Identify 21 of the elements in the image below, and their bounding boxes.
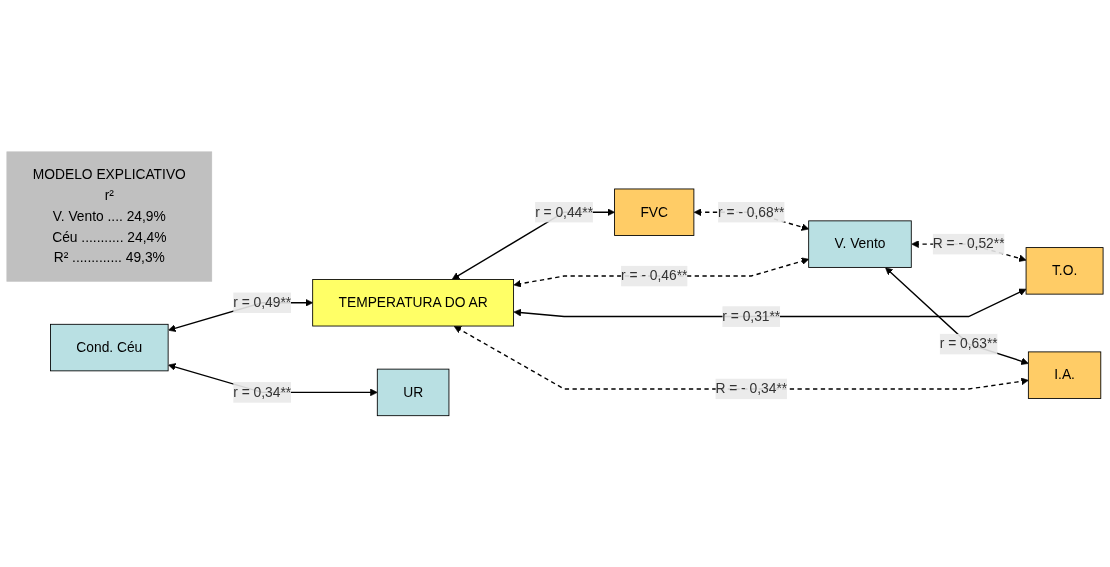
edge-label: r = 0,44** [535, 204, 594, 219]
node-box: TEMPERATURA DO AR [312, 278, 514, 327]
node-box: UR [376, 368, 450, 416]
arrow [453, 325, 1029, 390]
edge-label: r = 0,63** [939, 336, 998, 351]
node-box: V. Vento [808, 220, 912, 268]
arrow [513, 288, 1027, 317]
edge-label: r = - 0,68** [718, 204, 785, 219]
edge-label: R = - 0,34** [715, 380, 788, 396]
edge-label: r = - 0,46** [621, 267, 688, 283]
node-box: MODELO EXPLICATIVO r² V. Vento .... 24,9% Céu ........... 24,4% R² ............. 49,3% [6, 151, 213, 282]
edge-label: R = - 0,52** [932, 236, 1005, 251]
edge-label: r = 0,31** [722, 308, 781, 324]
edge-label: r = 0,49** [233, 294, 292, 310]
node-box: T.O. [1025, 246, 1104, 295]
edge-label: r = 0,34** [233, 384, 292, 400]
node-box: Cond. Céu [50, 323, 169, 371]
node-box: I.A. [1027, 351, 1102, 399]
arrow [513, 257, 809, 288]
arrow [885, 267, 1029, 365]
node-box: FVC [614, 188, 695, 236]
